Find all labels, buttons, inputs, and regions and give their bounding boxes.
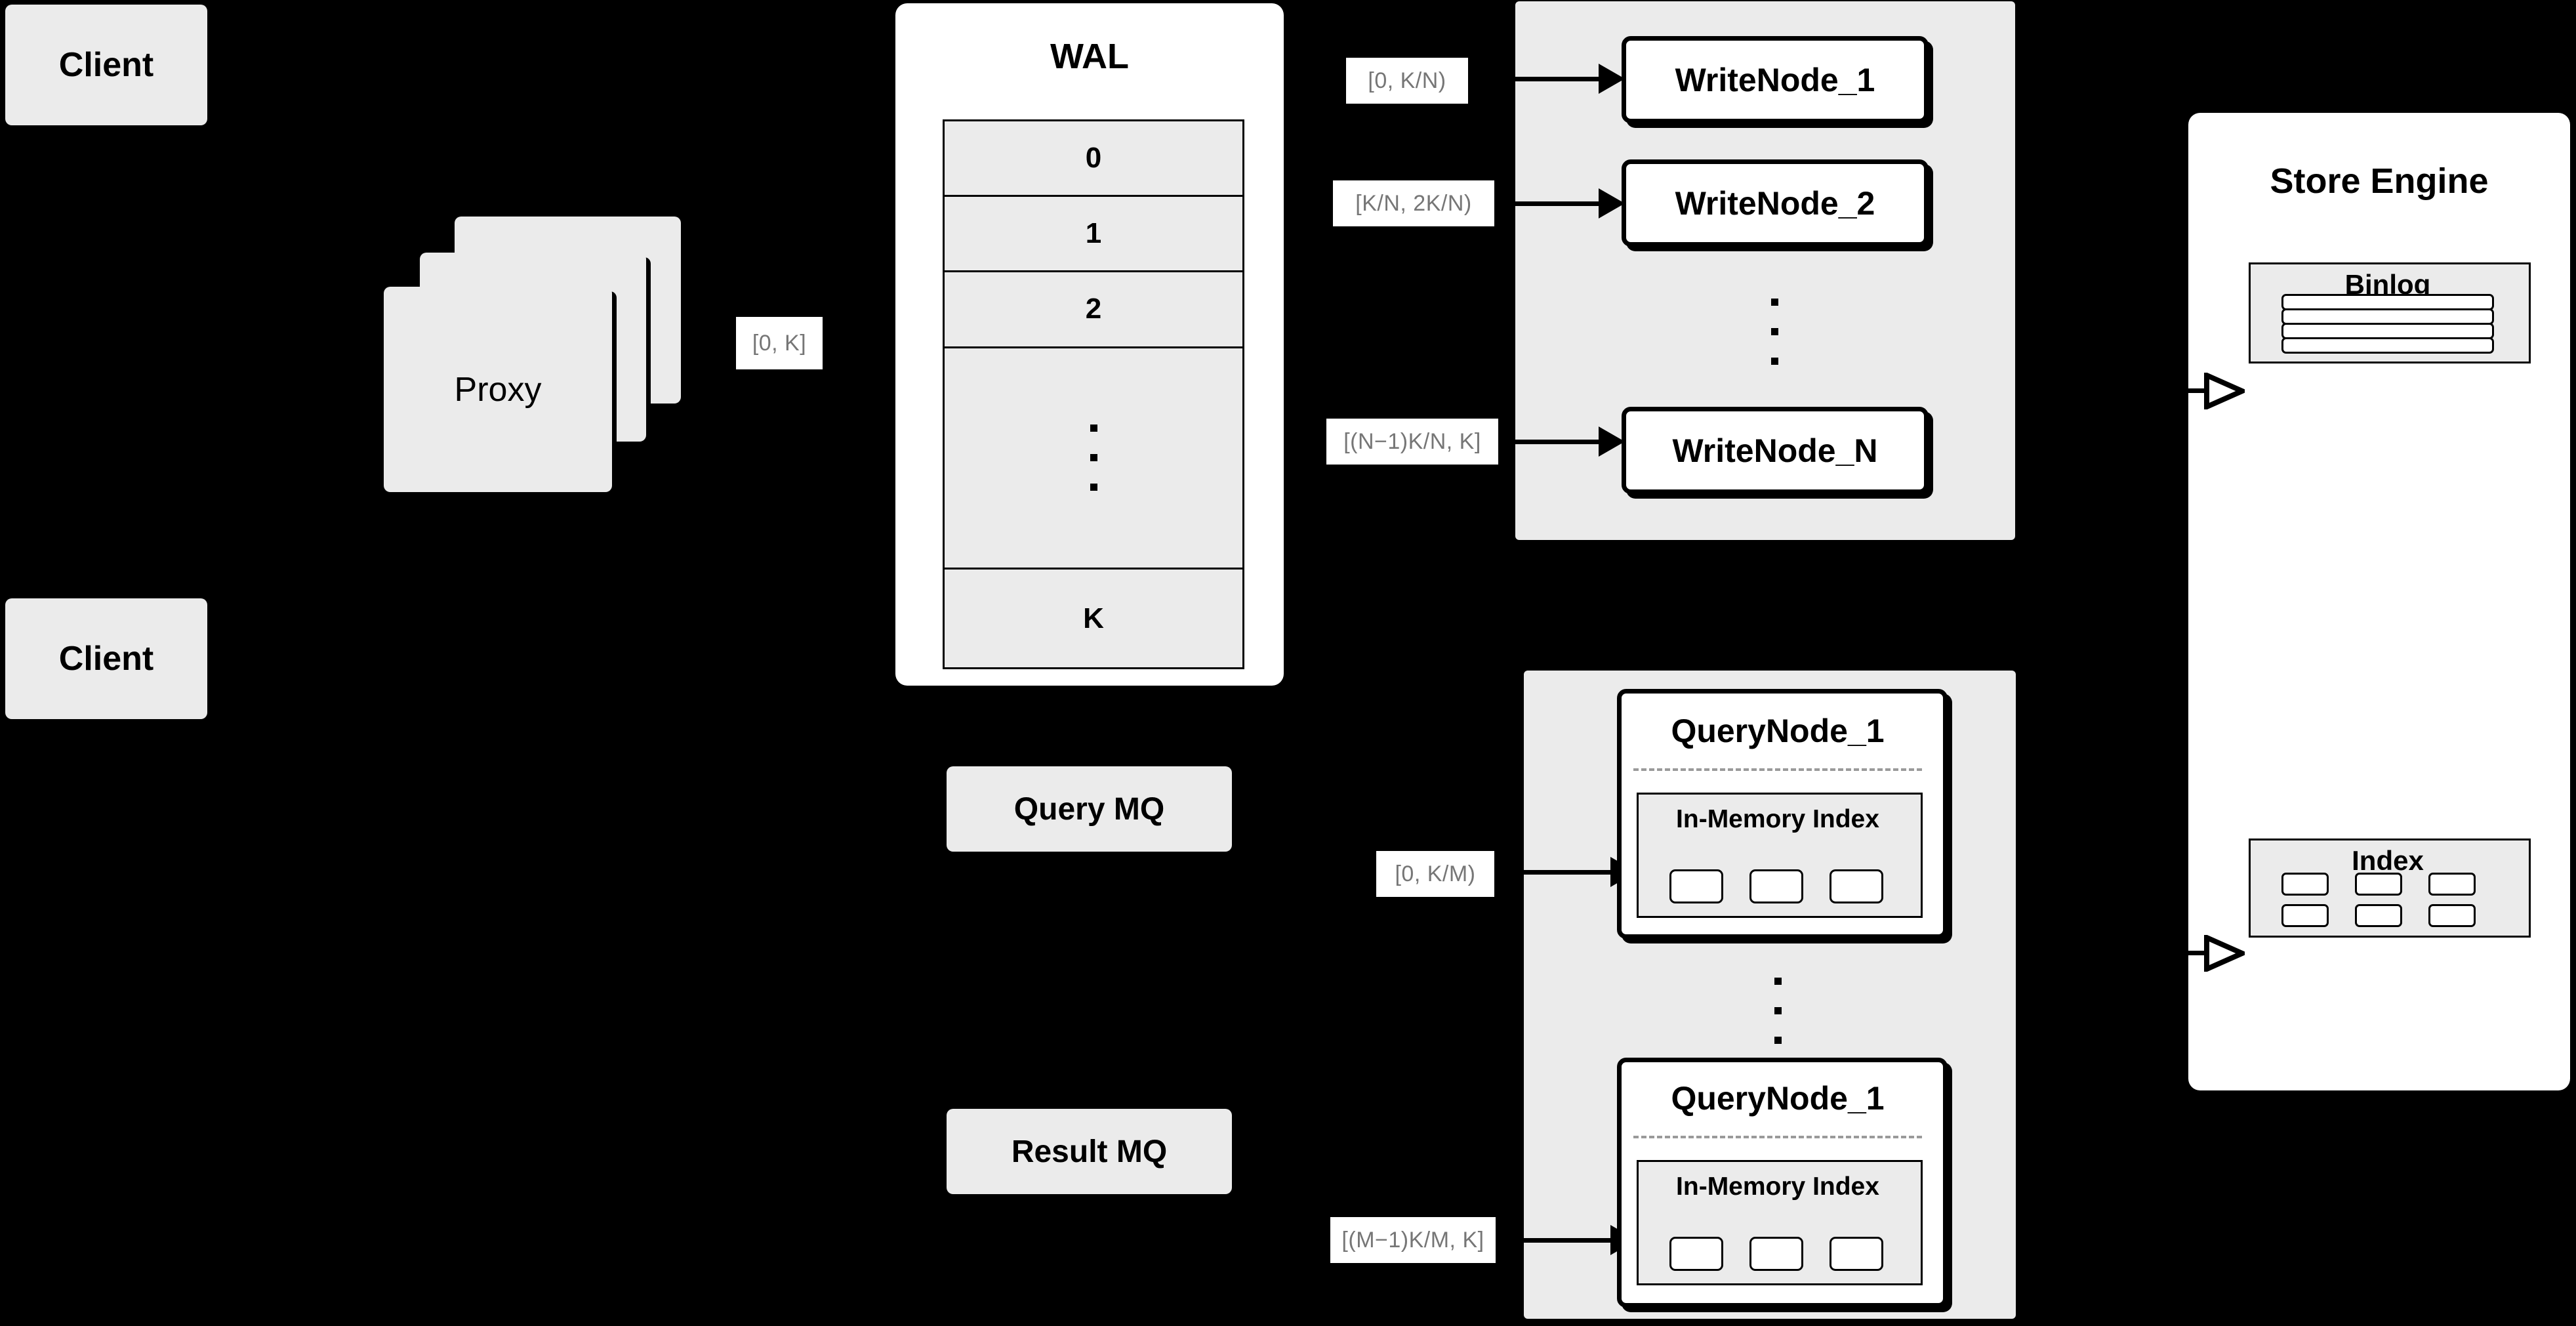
inmemory-index-slot [1830, 869, 1883, 903]
index-slot [2428, 904, 2476, 927]
query-node-m-separator [1633, 1136, 1922, 1138]
write-node-label: WriteNode_N [1672, 432, 1878, 469]
inmemory-index-slot [1669, 1237, 1723, 1271]
store-engine-title: Store Engine [2270, 161, 2489, 201]
proxy-label: Proxy [454, 370, 542, 409]
vertical-ellipsis-icon [945, 348, 1242, 568]
binlog-row [2281, 337, 2494, 354]
wal-row: K [1083, 602, 1104, 634]
wal-row: 1 [945, 197, 1242, 273]
write-node-1[interactable]: WriteNode_1 [1622, 36, 1929, 123]
query-cluster-ellipsis-icon [1748, 945, 1807, 1076]
query-node-1-separator [1633, 768, 1922, 771]
query-mq-label: Query MQ [1013, 791, 1165, 827]
write-arrow-line-1 [1515, 77, 1604, 81]
wal-row-ellipsis [945, 348, 1242, 570]
query-arrow-line-m [1524, 1238, 1616, 1243]
write-range-text: [(N−1)K/N, K] [1343, 428, 1481, 454]
proxy-box[interactable]: Proxy [384, 287, 612, 492]
wal-title: WAL [1050, 37, 1129, 76]
write-node-2[interactable]: WriteNode_2 [1622, 159, 1929, 247]
query-range-label-m: [(M−1)K/M, K] [1330, 1217, 1496, 1263]
inmemory-index-slot [1749, 869, 1803, 903]
query-node-m-inmemory-index-title: In-Memory Index [1676, 1172, 1879, 1201]
query-mq-box[interactable]: Query MQ [947, 766, 1232, 852]
inmemory-index-slot [1749, 1237, 1803, 1271]
wal-row: 0 [945, 121, 1242, 197]
query-range-label-1: [0, K/M) [1376, 851, 1494, 897]
store-engine-panel [2188, 113, 2570, 1090]
result-mq-label: Result MQ [1011, 1134, 1168, 1169]
write-node-n[interactable]: WriteNode_N [1622, 407, 1929, 494]
index-slot [2355, 873, 2402, 896]
query-range-text: [0, K/M) [1395, 861, 1476, 886]
index-slot [2281, 873, 2329, 896]
wal-table: 0 1 2 K [943, 119, 1244, 669]
write-range-label-1: [0, K/N) [1346, 58, 1468, 104]
inmemory-index-slot [1830, 1237, 1883, 1271]
query-node-1-label: QueryNode_1 [1671, 713, 1885, 749]
index-title: Index [2352, 845, 2424, 876]
write-arrow-head-2 [1599, 188, 1625, 218]
write-arrow-line-n [1515, 440, 1604, 444]
query-arrow-line-1 [1524, 870, 1616, 875]
proxy-range-text: [0, K] [752, 330, 807, 356]
proxy-range-label: [0, K] [736, 317, 823, 369]
write-range-label-n: [(N−1)K/N, K] [1326, 419, 1498, 465]
result-mq-box[interactable]: Result MQ [947, 1109, 1232, 1194]
query-node-1-inmemory-index-title: In-Memory Index [1676, 805, 1879, 833]
index-arrow-head-icon [2204, 933, 2249, 975]
write-cluster-ellipsis-icon [1745, 266, 1804, 397]
index-slot [2281, 904, 2329, 927]
index-slot [2428, 873, 2476, 896]
wal-row: 2 [945, 272, 1242, 348]
query-node-m-label: QueryNode_1 [1671, 1080, 1885, 1117]
client-box-bottom[interactable]: Client [5, 598, 207, 719]
write-arrow-line-2 [1515, 201, 1604, 206]
binlog-arrow-head-icon [2204, 371, 2249, 413]
write-arrow-head-n [1599, 426, 1625, 457]
write-node-label: WriteNode_1 [1675, 61, 1875, 98]
client-label: Client [58, 640, 154, 678]
write-range-text: [K/N, 2K/N) [1355, 190, 1472, 216]
client-box-top[interactable]: Client [5, 5, 207, 125]
inmemory-index-slot [1669, 869, 1723, 903]
query-range-text: [(M−1)K/M, K] [1341, 1227, 1484, 1253]
write-range-label-2: [K/N, 2K/N) [1333, 180, 1494, 226]
write-range-text: [0, K/N) [1368, 68, 1446, 93]
write-arrow-head-1 [1599, 64, 1625, 94]
client-label: Client [58, 46, 154, 84]
write-node-label: WriteNode_2 [1675, 184, 1875, 222]
binlog-arrow-line [2177, 388, 2210, 393]
index-arrow-line [2177, 951, 2210, 955]
index-slot [2355, 904, 2402, 927]
